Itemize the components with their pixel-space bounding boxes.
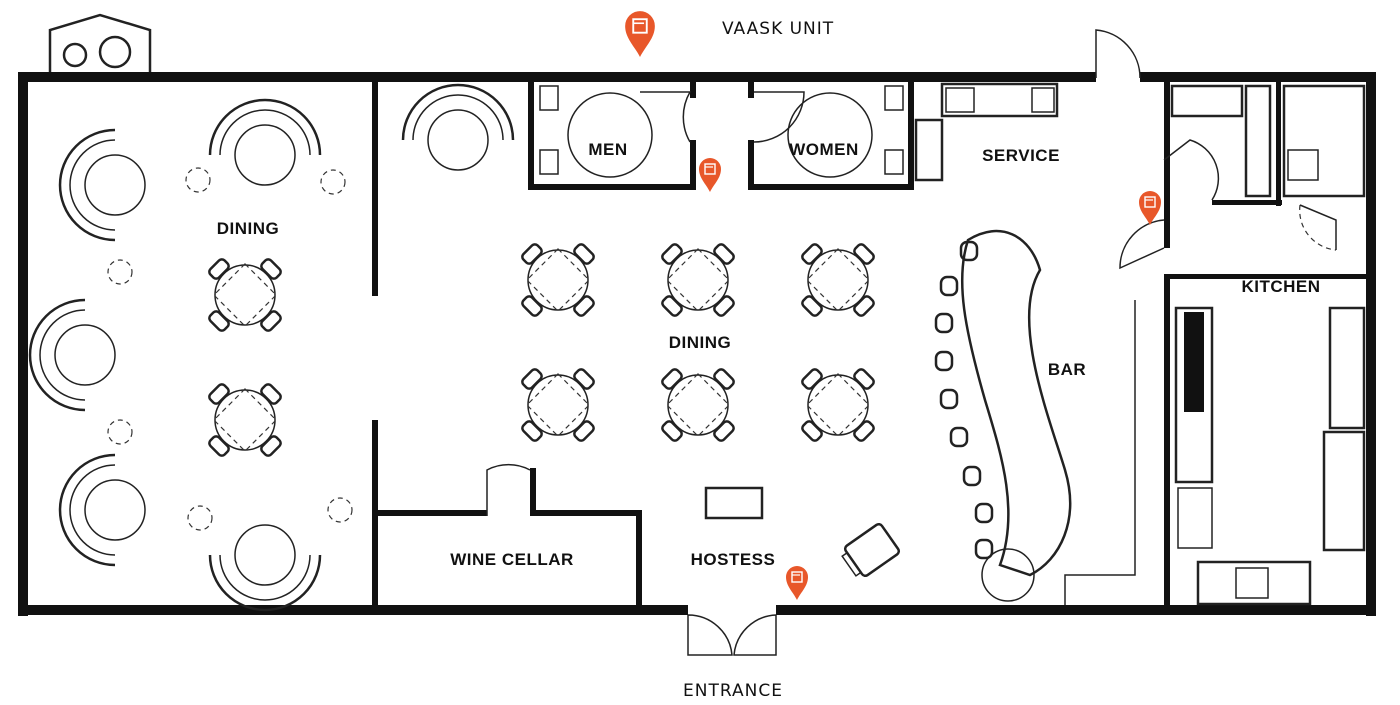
booth — [58, 128, 146, 242]
wine-cellar-label: WINE CELLAR — [450, 550, 574, 569]
hostess-label: HOSTESS — [691, 550, 776, 569]
four-seat-table — [801, 243, 875, 317]
service-label: SERVICE — [982, 146, 1060, 165]
bar-stool — [939, 388, 959, 410]
chair — [853, 420, 875, 442]
bar-stool — [939, 275, 959, 297]
chair — [661, 243, 683, 265]
bar-stool — [962, 465, 982, 487]
side-table — [327, 497, 353, 523]
bar-stool — [974, 538, 994, 560]
booth — [208, 524, 322, 612]
chair — [521, 420, 543, 442]
side-table — [187, 505, 213, 531]
chair — [208, 310, 230, 332]
chair — [661, 295, 683, 317]
hostess-stand — [704, 486, 901, 578]
chair — [573, 368, 595, 390]
chair — [260, 258, 282, 280]
entrance-label: ENTRANCE — [683, 681, 783, 701]
chair — [573, 243, 595, 265]
service-counter — [914, 82, 1059, 182]
dining-tables — [208, 243, 875, 457]
service-vaask-marker-icon[interactable] — [1139, 191, 1161, 225]
bar-stool — [934, 350, 954, 372]
dining-left-label: DINING — [217, 219, 280, 238]
doors — [486, 29, 1337, 656]
chair — [801, 243, 823, 265]
chair — [713, 243, 735, 265]
chair — [713, 295, 735, 317]
chair — [661, 420, 683, 442]
bar-stools — [934, 240, 994, 560]
chair — [573, 295, 595, 317]
bar-label: BAR — [1048, 360, 1086, 379]
vaask-unit-legend-marker-icon[interactable] — [625, 11, 655, 58]
chair — [260, 435, 282, 457]
booth — [401, 83, 515, 171]
interior-walls — [372, 78, 1374, 610]
four-seat-table — [521, 243, 595, 317]
kitchen-equipment — [1170, 84, 1366, 606]
chair — [713, 368, 735, 390]
four-seat-table — [521, 368, 595, 442]
chair — [801, 368, 823, 390]
chair — [573, 420, 595, 442]
hostess-vaask-marker-icon[interactable] — [786, 566, 808, 600]
bar-counter — [960, 229, 1136, 605]
chair — [521, 368, 543, 390]
women-restroom-label: WOMEN — [789, 140, 859, 159]
side-table — [320, 169, 346, 195]
dining-main-label: DINING — [669, 333, 732, 352]
vaask-unit-legend-label: VAASK UNIT — [722, 19, 834, 39]
restroom-vaask-marker-icon[interactable] — [699, 158, 721, 192]
chair — [853, 295, 875, 317]
chair — [208, 383, 230, 405]
side-table — [107, 259, 133, 285]
booth — [58, 453, 146, 567]
chair — [661, 368, 683, 390]
side-table — [107, 419, 133, 445]
rooftop-unit — [48, 13, 152, 75]
chair — [853, 368, 875, 390]
bar-stool — [974, 502, 994, 524]
bar-stool — [934, 312, 954, 334]
chair — [260, 383, 282, 405]
four-seat-table — [208, 258, 282, 332]
outer-walls — [18, 72, 1376, 616]
booth — [208, 98, 322, 186]
chair — [521, 243, 543, 265]
restroom-fixtures — [539, 85, 904, 178]
men-restroom-label: MEN — [588, 140, 627, 159]
chair — [853, 243, 875, 265]
chair — [521, 295, 543, 317]
chair — [801, 420, 823, 442]
four-seat-table — [208, 383, 282, 457]
chair — [208, 435, 230, 457]
bar-stool — [949, 426, 969, 448]
chair — [208, 258, 230, 280]
four-seat-table — [661, 243, 735, 317]
four-seat-table — [661, 368, 735, 442]
booth — [28, 298, 116, 412]
chair — [713, 420, 735, 442]
side-table — [185, 167, 211, 193]
booths — [28, 83, 515, 612]
kitchen-label: KITCHEN — [1241, 277, 1320, 296]
chair — [260, 310, 282, 332]
bar-stool — [959, 240, 979, 262]
chair — [801, 295, 823, 317]
four-seat-table — [801, 368, 875, 442]
